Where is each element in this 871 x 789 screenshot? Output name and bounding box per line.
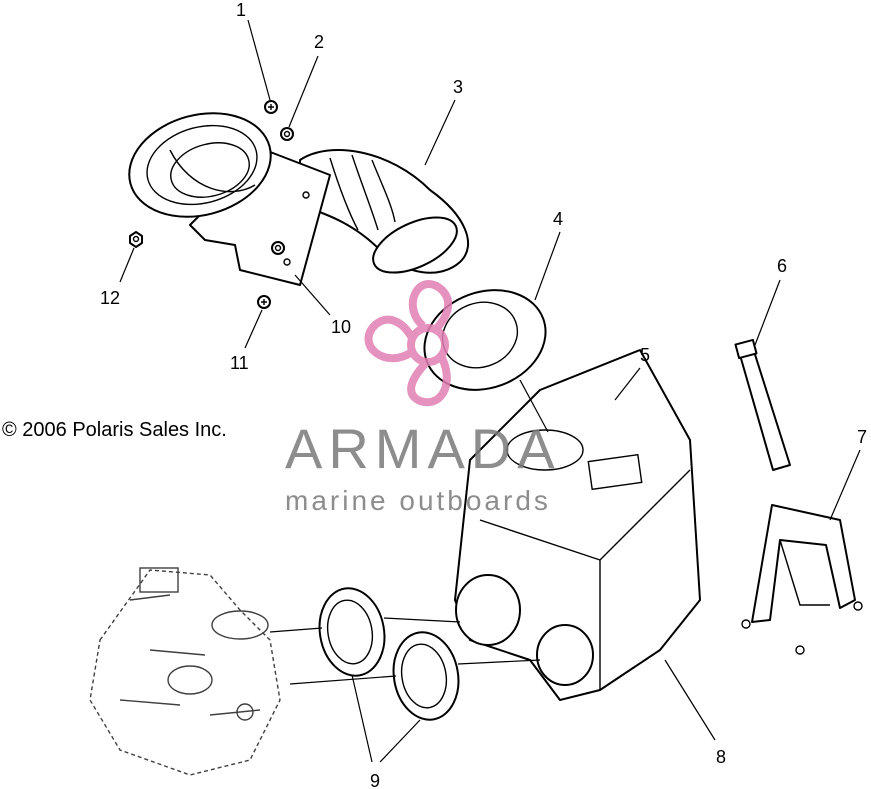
propeller-icon (364, 280, 453, 407)
intake-bracket (189, 149, 331, 286)
callout-1: 1 (236, 0, 246, 20)
watermark-tagline: marine outboards (285, 485, 551, 516)
copyright-notice: © 2006 Polaris Sales Inc. (2, 419, 227, 441)
callout-5: 5 (640, 345, 650, 365)
callout-8: 8 (716, 747, 726, 767)
callout-6: 6 (777, 256, 787, 276)
nut-12 (129, 231, 143, 248)
strap-6 (734, 338, 791, 471)
screw-11 (257, 295, 271, 309)
airbox (454, 349, 701, 701)
callout-labels: 1 2 3 4 5 6 7 8 9 10 11 12 (100, 0, 867, 789)
callout-12: 12 (100, 288, 120, 308)
callout-9: 9 (370, 771, 380, 789)
intake-boot (128, 112, 272, 218)
callout-2: 2 (314, 32, 324, 52)
bracket-7 (741, 504, 863, 655)
washer-2 (280, 127, 294, 141)
throttle-body-assembly (89, 567, 281, 776)
callout-4: 4 (553, 209, 563, 229)
intake-elbow-hose (299, 149, 469, 274)
clamp-ring-4 (423, 289, 547, 391)
screw-1 (264, 100, 278, 114)
leader-lines (119, 19, 861, 763)
seal-ring-9b (392, 631, 460, 721)
callout-10: 10 (331, 317, 351, 337)
callout-7: 7 (857, 427, 867, 447)
callout-3: 3 (453, 77, 463, 97)
seal-ring-9a (318, 587, 386, 677)
watermark-brand: ARMADA (285, 417, 561, 480)
callout-11: 11 (230, 353, 249, 373)
